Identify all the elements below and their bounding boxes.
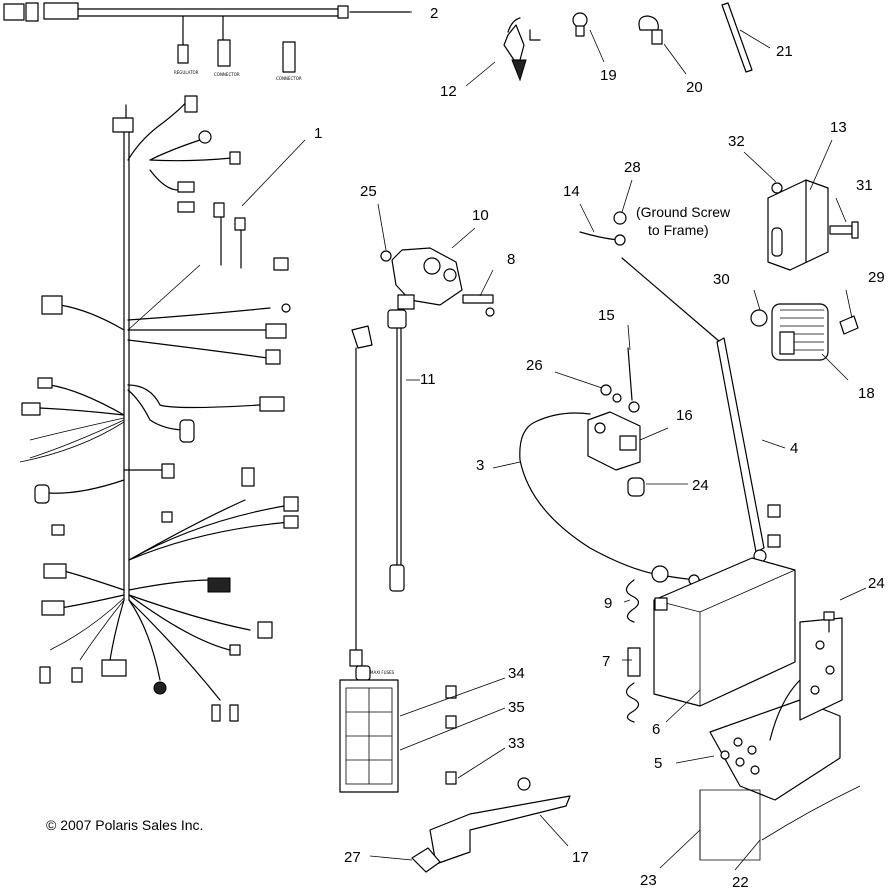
callout-5: 5 [654, 755, 662, 772]
callout-1: 1 [314, 125, 322, 142]
callout-7: 7 [602, 653, 610, 670]
fuse-box-label: MAXI FUSES [370, 670, 395, 675]
callout-20: 20 [686, 79, 703, 96]
callout-29: 29 [868, 269, 885, 286]
part-33-fuse [445, 771, 457, 785]
part-10-solenoid [391, 247, 463, 310]
part-31-bolt [829, 221, 859, 239]
part-35-fuse [445, 715, 457, 729]
callout-12: 12 [440, 83, 457, 100]
part-25-nut [380, 250, 392, 262]
part-20-terminal [638, 15, 663, 45]
part-29-screw [839, 315, 859, 335]
part-34-fuse [445, 685, 457, 699]
callout-30: 30 [713, 271, 730, 288]
callout-34: 34 [508, 665, 525, 682]
callout-2: 2 [430, 5, 438, 22]
part-27-fastener [411, 847, 441, 873]
callout-21: 21 [776, 43, 793, 60]
callout-15: 15 [598, 307, 615, 324]
leader-lines [241, 11, 867, 871]
part-24-fuse-holder [627, 477, 645, 497]
part-15-cable [627, 347, 640, 413]
part-32-nut [771, 182, 783, 194]
callout-9: 9 [604, 595, 612, 612]
part-13-module [767, 179, 829, 271]
callout-27: 27 [344, 849, 361, 866]
callout-33: 33 [508, 735, 525, 752]
part-21-strap [721, 2, 753, 73]
svg-text:CONNECTOR: CONNECTOR [214, 72, 240, 77]
part-17-mount-bracket [429, 777, 571, 865]
callout-11: 11 [420, 371, 436, 388]
callout-25: 25 [360, 183, 377, 200]
part-16-relay [587, 411, 641, 471]
part-1-main-harness [19, 95, 299, 722]
part-11-cable [349, 309, 407, 681]
callout-17: 17 [572, 849, 589, 866]
callout-18: 18 [858, 385, 875, 402]
callout-14: 14 [563, 183, 580, 200]
part-18-regulator [771, 303, 829, 361]
part-5-battery-tray [709, 617, 843, 801]
callout-26: 26 [526, 357, 543, 374]
callout-19: 19 [600, 67, 617, 84]
part-8-bolt [462, 294, 495, 317]
ground-note-line2: to Frame) [648, 222, 709, 238]
svg-text:REGULATOR: REGULATOR [174, 70, 199, 75]
part-6-battery [653, 504, 796, 707]
svg-text:CONNECTOR: CONNECTOR [276, 76, 302, 81]
part-12-sensor [503, 17, 541, 82]
callout-23: 23 [640, 872, 657, 888]
part-9-spring-clip [625, 579, 640, 623]
part-24-bolt [823, 611, 835, 633]
part-fuse-box: MAXI FUSES [339, 670, 399, 793]
callout-4: 4 [790, 440, 798, 457]
part-19-clip [572, 12, 588, 37]
part-26-nut-b [612, 393, 622, 403]
part-28-screw [613, 211, 627, 225]
callout-31: 31 [856, 177, 873, 194]
callout-24a: 24 [692, 477, 709, 494]
callout-13: 13 [830, 119, 847, 136]
part-4-cable [716, 337, 767, 563]
callout-28: 28 [624, 159, 641, 176]
callout-35: 35 [508, 699, 525, 716]
callout-8: 8 [507, 251, 515, 268]
copyright: © 2007 Polaris Sales Inc. [46, 817, 203, 833]
callout-6: 6 [652, 721, 660, 738]
callout-labels: 1 2 3 4 5 6 7 8 9 10 11 12 13 14 15 16 1… [46, 5, 885, 888]
callout-10: 10 [472, 207, 489, 224]
callout-24b: 24 [868, 575, 885, 592]
callout-16: 16 [676, 407, 693, 424]
part-9-spring-clip-b [625, 682, 640, 723]
part-30-washer [750, 309, 768, 327]
callout-22: 22 [732, 874, 749, 888]
part-2-harness-strip: REGULATOR CONNECTOR CONNECTOR [3, 2, 411, 81]
part-26-nut [600, 384, 612, 396]
part-14-ground-cable [579, 231, 721, 343]
part-7-strap [627, 647, 641, 677]
ground-note-line1: (Ground Screw [636, 204, 731, 220]
callout-32: 32 [728, 133, 745, 150]
callout-3: 3 [476, 457, 484, 474]
